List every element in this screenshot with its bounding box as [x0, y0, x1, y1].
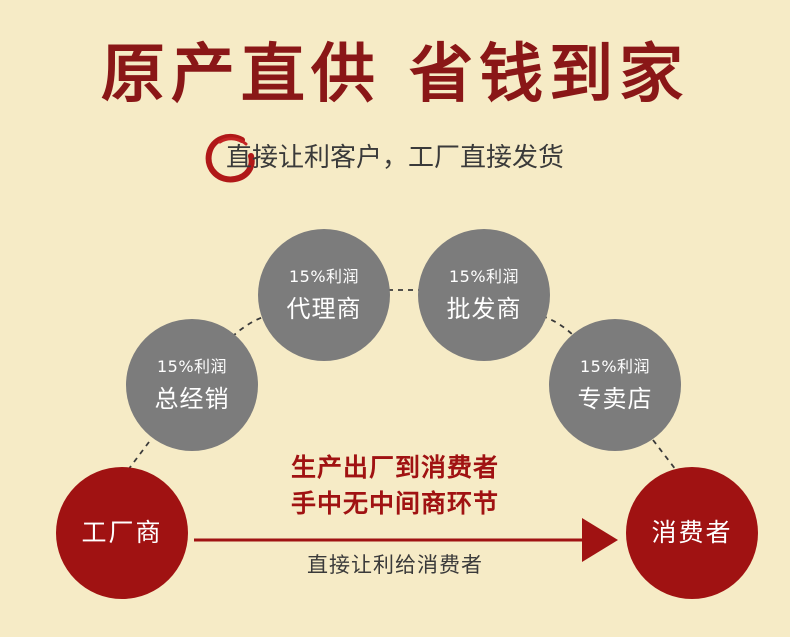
node-profit-label: 15%利润 — [579, 357, 651, 376]
subtitle: 直接让利客户，工厂直接发货 — [226, 143, 565, 173]
node-consumer: 消费者 — [626, 467, 758, 599]
node-profit-label: 15%利润 — [448, 267, 520, 286]
dash-factory-zongjingxiao — [127, 437, 153, 471]
main-title: 原产直供 省钱到家 — [100, 37, 690, 112]
dash-zongjingxiao-dailishang — [231, 315, 267, 338]
node-role-label: 消费者 — [651, 518, 733, 547]
node-profit-label: 15%利润 — [156, 357, 228, 376]
node-profit-label: 15%利润 — [288, 267, 360, 286]
node-factory: 工厂商 — [56, 467, 188, 599]
node-role-label: 批发商 — [446, 295, 522, 323]
arrow-head-icon — [582, 518, 618, 562]
node-role-label: 总经销 — [154, 385, 230, 413]
node-role-label: 专卖店 — [577, 385, 653, 413]
brush-circle-icon — [205, 133, 255, 183]
direct-benefit-note: 直接让利给消费者 — [307, 553, 483, 577]
node-dailishang: 15%利润 代理商 — [258, 229, 390, 361]
headline-line-1: 生产出厂到消费者 — [290, 453, 499, 482]
dash-pifashang-zhuanmaidian — [541, 315, 576, 338]
headline-message: 生产出厂到消费者 手中无中间商环节 — [0, 450, 790, 522]
node-role-label: 代理商 — [286, 295, 362, 323]
node-zhuanmaidian: 15%利润 专卖店 — [549, 319, 681, 451]
dash-zhuanmaidian-consumer — [652, 439, 677, 471]
node-role-label: 工厂商 — [81, 518, 163, 547]
node-pifashang: 15%利润 批发商 — [418, 229, 550, 361]
node-zongjingxiao: 15%利润 总经销 — [126, 319, 258, 451]
headline-line-2: 手中无中间商环节 — [290, 489, 499, 518]
